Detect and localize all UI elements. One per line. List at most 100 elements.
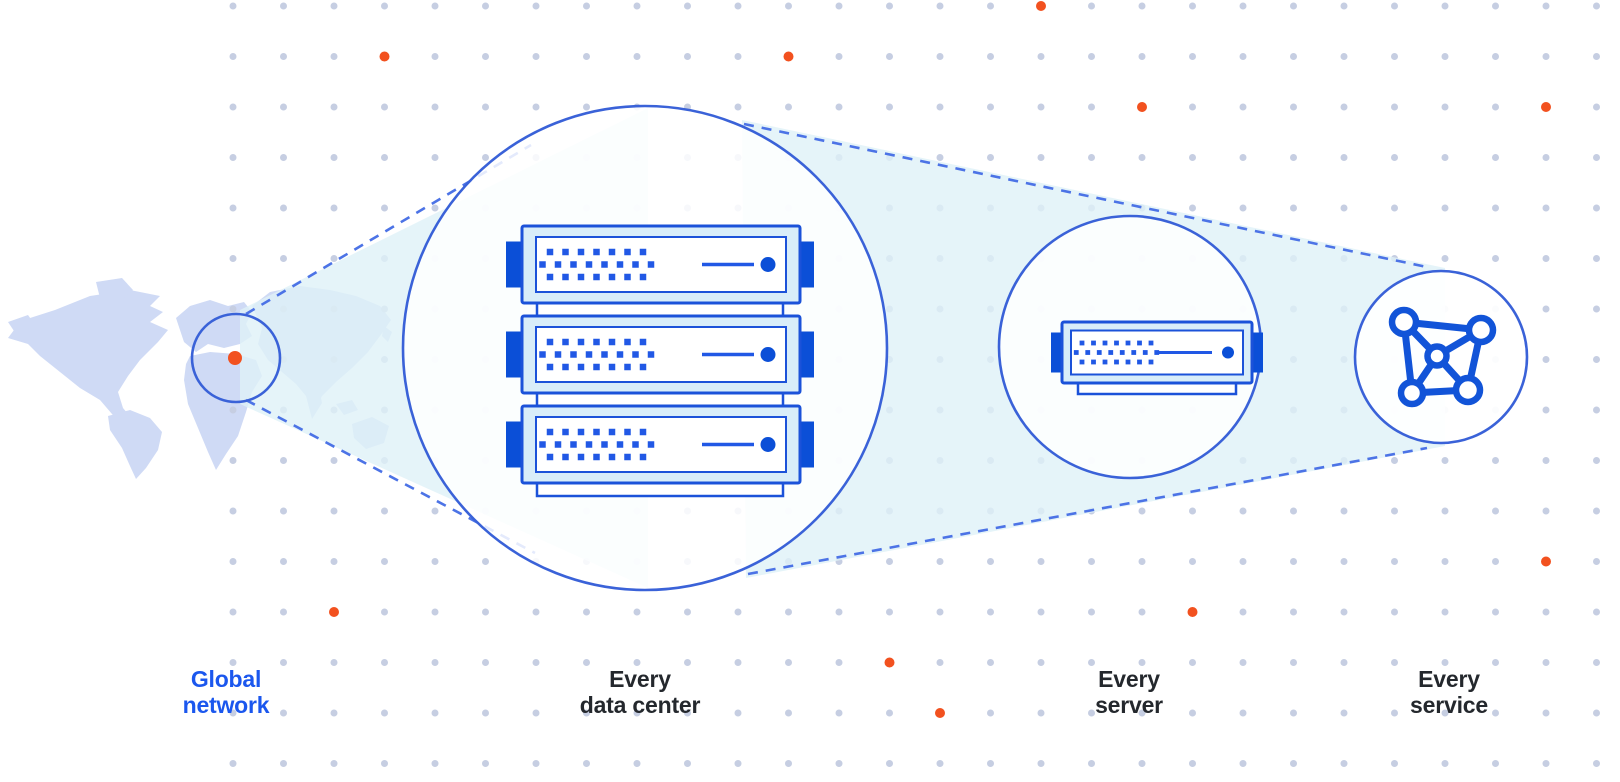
orange-dot [1541,556,1551,567]
grid-dot [583,53,590,60]
grid-dot [280,608,287,616]
grid-dot [431,709,439,717]
grid-dot [431,103,439,111]
grid-dot [987,2,994,10]
grid-dot [330,154,338,161]
grid-dot [381,2,388,10]
grid-dot [1290,760,1297,767]
grid-dot [1037,154,1045,161]
grid-dot [1088,760,1095,767]
grid-dot [1189,659,1196,666]
grid-dot [1441,255,1449,262]
grid-dot [633,53,641,60]
grid-dot [532,2,540,10]
grid-dot [532,103,540,111]
grid-dot [583,659,590,666]
grid-dot [1441,2,1449,10]
caption-line: network [182,692,270,718]
grid-dot [1441,103,1449,111]
grid-dot [1542,760,1550,767]
caption-line: server [1095,692,1163,718]
caption-line: Global [190,666,262,692]
grid-dot [987,53,994,60]
grid-dot [1542,659,1550,666]
grid-dot [886,53,893,60]
grid-dot [987,760,994,767]
grid-dot [280,709,287,717]
grid-dot [330,558,338,565]
grid-dot [987,659,994,666]
server-rack-stack-icon [506,224,814,498]
grid-dot [1037,53,1045,60]
grid-dot [987,103,994,111]
grid-dot [684,53,691,60]
grid-dot [1391,558,1398,565]
grid-dot [1290,659,1297,666]
grid-dot [835,659,843,666]
grid-dot [1189,204,1196,212]
grid-dot [1290,608,1297,616]
grid-dot [1290,204,1297,212]
grid-dot [1037,659,1045,666]
grid-dot [1441,204,1449,212]
grid-dot [381,558,388,565]
grid-dot [482,558,489,565]
grid-dot [1340,204,1348,212]
grid-dot [1593,103,1600,111]
globe-focus-circle [190,312,282,404]
grid-dot [1593,457,1600,464]
grid-dot [1492,204,1499,212]
orange-dot [1187,607,1198,617]
grid-dot [1542,608,1550,616]
grid-dot [381,659,388,666]
grid-dot [734,760,742,767]
grid-dot [1290,103,1297,111]
server-unit-icon [1051,320,1263,396]
grid-dot [229,406,237,414]
orange-dot [1036,1,1046,11]
grid-dot [1391,659,1398,666]
grid-dot [431,154,439,161]
grid-dot [785,103,792,111]
grid-dot [532,53,540,60]
network-mesh-icon [1388,306,1497,408]
grid-dot [1391,2,1398,10]
grid-dot [633,709,641,717]
grid-dot [1593,507,1600,515]
grid-dot [684,760,691,767]
grid-dot [936,154,944,161]
grid-dot [886,2,893,10]
grid-dot [330,709,338,717]
grid-dot [1088,154,1095,161]
grid-dot [1492,558,1499,565]
grid-dot [835,103,843,111]
grid-dot [1492,507,1499,515]
grid-dot [987,608,994,616]
grid-dot [1542,53,1550,60]
grid-dot [1239,558,1247,565]
grid-dot [886,760,893,767]
grid-dot [1593,760,1600,767]
grid-dot [381,760,388,767]
grid-dot [1290,709,1297,717]
grid-dot [987,154,994,161]
grid-dot [229,558,237,565]
caption-line: data center [579,692,701,718]
grid-dot [1391,608,1398,616]
grid-dot [1138,760,1146,767]
grid-dot [1593,204,1600,212]
grid-dot [1138,709,1146,717]
grid-dot [482,53,489,60]
grid-dot [1239,659,1247,666]
caption-line: service [1410,692,1488,718]
grid-dot [1593,659,1600,666]
grid-dot [1391,53,1398,60]
grid-dot [835,608,843,616]
grid-dot [431,204,439,212]
grid-dot [1138,659,1146,666]
grid-dot [1037,760,1045,767]
grid-dot [280,103,287,111]
grid-dot [1088,659,1095,666]
